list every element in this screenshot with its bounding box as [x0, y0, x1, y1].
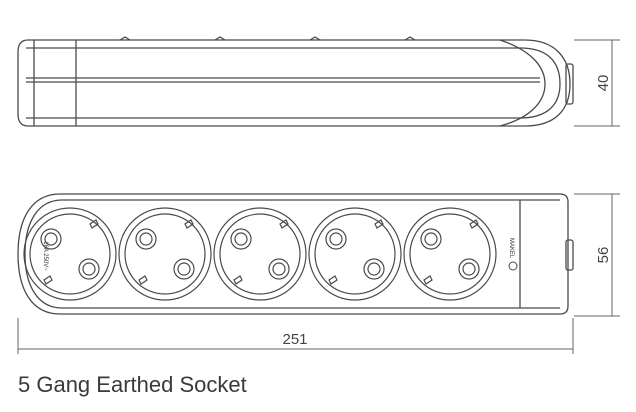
socket-outer-rim [308, 207, 402, 301]
socket-outer-rim [403, 207, 497, 301]
brand-label: MAKEL [508, 238, 514, 259]
socket [213, 207, 307, 301]
length-dimension [17, 318, 574, 354]
earth-clip-bottom [138, 275, 148, 285]
earth-clip-top [89, 219, 99, 229]
width-dimension-label: 56 [595, 247, 612, 264]
socket [403, 207, 497, 301]
socket-face [29, 213, 111, 295]
pin-hole-rim [230, 228, 252, 250]
socket-face [314, 213, 396, 295]
width-dimension [574, 193, 620, 317]
socket-group [23, 207, 497, 301]
earth-clip-bottom [43, 275, 53, 285]
pin-hole-rim [420, 228, 442, 250]
brand-logo: MAKEL [508, 238, 518, 271]
caption: 5 Gang Earthed Socket [18, 372, 247, 397]
pin-hole-rim [78, 258, 100, 280]
pin-hole [234, 232, 248, 246]
pin-hole [329, 232, 343, 246]
top-view-inner-outline [24, 199, 560, 309]
socket-face [124, 213, 206, 295]
side-view-cable-stub [565, 63, 574, 105]
side-view-top-bumps [119, 36, 416, 41]
socket [23, 207, 117, 301]
top-view-cable-stub [565, 239, 574, 271]
pin-hole [462, 262, 476, 276]
rating-label: 16A 250V~ [42, 241, 48, 271]
pin-hole [424, 232, 438, 246]
earth-clip-top [469, 219, 479, 229]
socket-outer-rim [23, 207, 117, 301]
pin-hole [44, 232, 58, 246]
side-view-top-edge [26, 47, 561, 85]
top-view-body [17, 193, 569, 315]
pin-hole [367, 262, 381, 276]
socket-outer-rim [118, 207, 212, 301]
earth-clip-bottom [328, 275, 338, 285]
pin-hole-rim [40, 228, 62, 250]
pin-hole [139, 232, 153, 246]
side-view-right-curve [499, 39, 546, 127]
top-view [17, 193, 574, 315]
socket [118, 207, 212, 301]
earth-clip-top [279, 219, 289, 229]
earth-clip-top [374, 219, 384, 229]
pin-hole-rim [325, 228, 347, 250]
height-dimension-label: 40 [595, 75, 612, 92]
height-dimension [574, 39, 620, 127]
pin-hole-rim [268, 258, 290, 280]
earth-clip-top [184, 219, 194, 229]
earth-clip-bottom [423, 275, 433, 285]
pin-hole-rim [458, 258, 480, 280]
pin-hole-rim [135, 228, 157, 250]
side-view-bottom-edge [26, 83, 561, 119]
socket [308, 207, 402, 301]
pin-hole-rim [363, 258, 385, 280]
earth-clip-bottom [233, 275, 243, 285]
length-dimension-label: 251 [282, 331, 307, 348]
socket-face [409, 213, 491, 295]
side-view-body [17, 39, 571, 127]
socket-face [219, 213, 301, 295]
socket-outer-rim [213, 207, 307, 301]
pin-hole [272, 262, 286, 276]
pin-hole-rim [173, 258, 195, 280]
pin-hole [82, 262, 96, 276]
side-view [17, 36, 574, 127]
pin-hole [177, 262, 191, 276]
